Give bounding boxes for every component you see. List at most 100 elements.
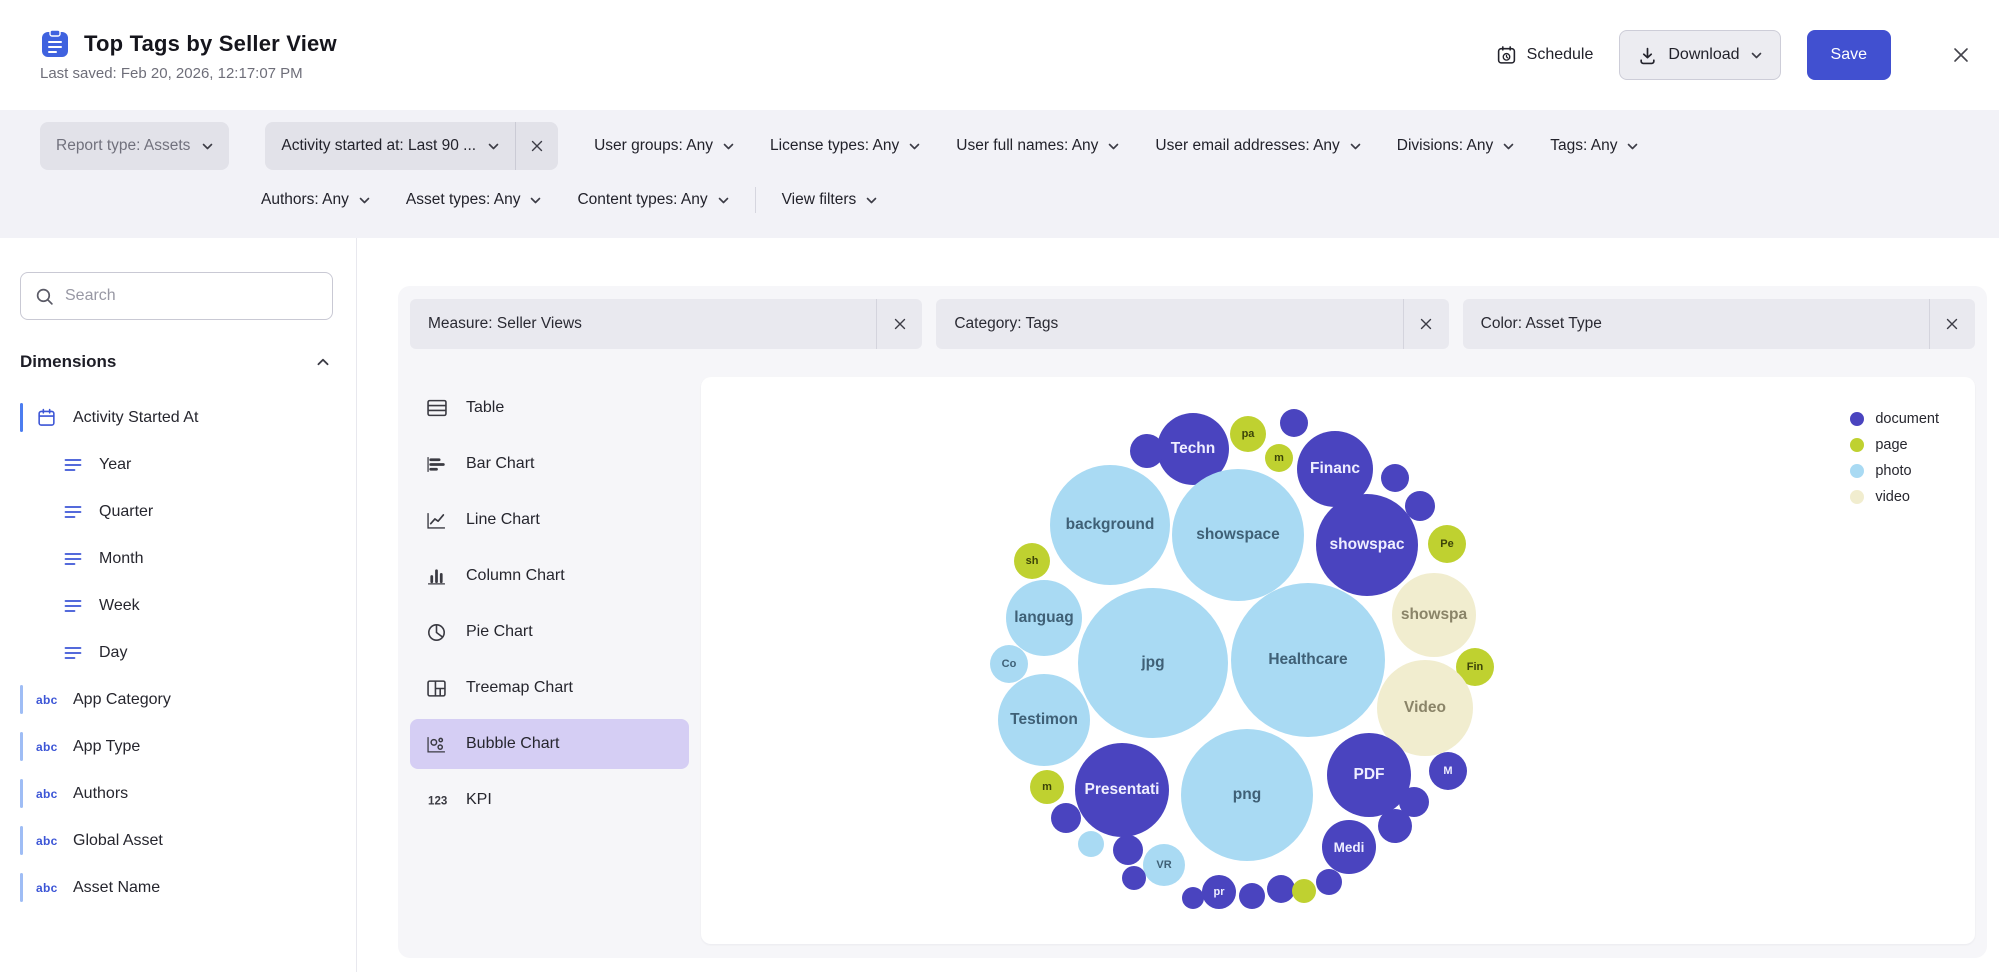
sidebar-item-label: Global Asset (73, 832, 163, 850)
chart-type-kpi[interactable]: 123KPI (410, 775, 689, 825)
report-icon (40, 29, 70, 59)
bar-icon (427, 456, 449, 473)
view-filters-dropdown[interactable]: View filters (782, 191, 878, 209)
chart-type-pie-chart[interactable]: Pie Chart (410, 607, 689, 657)
bubble-m[interactable]: M (1429, 752, 1467, 790)
activity-started-dropdown[interactable]: Activity started at: Last 90 ... (265, 122, 515, 170)
filter-license-types[interactable]: License types: Any (770, 137, 920, 155)
bubble-showspac[interactable]: showspac (1316, 494, 1418, 596)
chart-type-treemap-chart[interactable]: Treemap Chart (410, 663, 689, 713)
chevron-up-icon[interactable] (317, 358, 329, 366)
filter-tags[interactable]: Tags: Any (1550, 137, 1638, 155)
bubble-document[interactable] (1405, 491, 1435, 521)
sidebar-subitem-week[interactable]: Week (20, 582, 333, 629)
chevron-down-icon (718, 197, 729, 204)
bubble-m[interactable]: m (1265, 444, 1293, 472)
sidebar-item-authors[interactable]: abcAuthors (20, 770, 333, 817)
bubble-showspa[interactable]: showspa (1392, 573, 1476, 657)
view-filters-label: View filters (782, 191, 857, 209)
legend-label: video (1875, 489, 1910, 505)
sidebar-item-asset-name[interactable]: abcAsset Name (20, 864, 333, 911)
chevron-down-icon (1350, 143, 1361, 150)
chart-type-line-chart[interactable]: Line Chart (410, 495, 689, 545)
measure-chip-remove-button[interactable] (876, 299, 922, 349)
close-icon (1953, 47, 1969, 63)
legend-item-document: document (1850, 411, 1939, 427)
search-input[interactable] (65, 287, 318, 305)
filter-user-email-addresses[interactable]: User email addresses: Any (1155, 137, 1360, 155)
sidebar-subitem-month[interactable]: Month (20, 535, 333, 582)
bubble-vr[interactable]: VR (1143, 844, 1185, 886)
bubble-document[interactable] (1267, 875, 1295, 903)
report-type-chip[interactable]: Report type: Assets (40, 122, 229, 170)
download-label: Download (1668, 46, 1739, 64)
sidebar-item-label: App Category (73, 691, 171, 709)
color-chip[interactable]: Color: Asset Type (1463, 299, 1975, 349)
bubble-page[interactable] (1292, 879, 1316, 903)
header-title-block: Top Tags by Seller View Last saved: Feb … (40, 29, 337, 82)
bubble-jpg[interactable]: jpg (1078, 588, 1228, 738)
bubble-pe[interactable]: Pe (1428, 525, 1466, 563)
bubble-showspace[interactable]: showspace (1172, 469, 1304, 601)
filter-authors[interactable]: Authors: Any (261, 191, 370, 209)
chart-type-bubble-chart[interactable]: Bubble Chart (410, 719, 689, 769)
filter-content-types[interactable]: Content types: Any (577, 191, 728, 209)
color-chip-remove-button[interactable] (1929, 299, 1975, 349)
bubble-document[interactable] (1051, 803, 1081, 833)
sidebar-subitem-quarter[interactable]: Quarter (20, 488, 333, 535)
download-button[interactable]: Download (1619, 30, 1780, 80)
list-icon (64, 458, 84, 472)
sidebar-subitem-day[interactable]: Day (20, 629, 333, 676)
close-icon (531, 140, 543, 152)
chevron-down-icon (1503, 143, 1514, 150)
activity-chip-remove-button[interactable] (515, 122, 558, 170)
category-chip-remove-button[interactable] (1403, 299, 1449, 349)
bubble-document[interactable] (1122, 866, 1146, 890)
report-type-label: Report type: Assets (56, 137, 190, 155)
bubble-background[interactable]: background (1050, 465, 1170, 585)
bubble-document[interactable] (1130, 434, 1164, 468)
bubble-pa[interactable]: pa (1230, 416, 1266, 452)
bubble-png[interactable]: png (1181, 729, 1313, 861)
sidebar-item-label: App Type (73, 738, 140, 756)
bubble-photo[interactable] (1078, 831, 1104, 857)
filter-asset-types[interactable]: Asset types: Any (406, 191, 542, 209)
schedule-button[interactable]: Schedule (1496, 45, 1594, 66)
bubble-medi[interactable]: Medi (1322, 820, 1376, 874)
bubble-sh[interactable]: sh (1014, 543, 1050, 579)
sidebar-subitem-year[interactable]: Year (20, 441, 333, 488)
chart-type-bar-chart[interactable]: Bar Chart (410, 439, 689, 489)
close-button[interactable] (1953, 47, 1969, 63)
bubble-testimon[interactable]: Testimon (998, 674, 1090, 766)
bubble-document[interactable] (1381, 464, 1409, 492)
bubble-document[interactable] (1113, 835, 1143, 865)
sidebar-item-app-category[interactable]: abcApp Category (20, 676, 333, 723)
bubble-document[interactable] (1316, 869, 1342, 895)
sidebar-item-app-type[interactable]: abcApp Type (20, 723, 333, 770)
measure-chip[interactable]: Measure: Seller Views (410, 299, 922, 349)
bubble-document[interactable] (1239, 883, 1265, 909)
sidebar-item-global-asset[interactable]: abcGlobal Asset (20, 817, 333, 864)
bubble-document[interactable] (1280, 409, 1308, 437)
chart-type-label: Pie Chart (466, 623, 533, 641)
dimensions-list: Activity Started AtYearQuarterMonthWeekD… (20, 394, 333, 911)
bubble-healthcare[interactable]: Healthcare (1231, 583, 1385, 737)
bubble-presentati[interactable]: Presentati (1075, 743, 1169, 837)
sidebar-item-activity-started-at[interactable]: Activity Started At (20, 394, 333, 441)
bubble-pr[interactable]: pr (1202, 875, 1236, 909)
bubble-languag[interactable]: languag (1006, 580, 1082, 656)
save-button[interactable]: Save (1807, 30, 1891, 80)
category-chip[interactable]: Category: Tags (936, 299, 1448, 349)
chart-type-column-chart[interactable]: Column Chart (410, 551, 689, 601)
bubble-document[interactable] (1399, 787, 1429, 817)
bubble-m[interactable]: m (1030, 770, 1064, 804)
chart-type-table[interactable]: Table (410, 383, 689, 433)
filter-divisions[interactable]: Divisions: Any (1397, 137, 1514, 155)
bubble-co[interactable]: Co (990, 645, 1028, 683)
sidebar-subitem-label: Month (99, 550, 143, 568)
filter-tags-label: Tags: Any (1550, 137, 1617, 155)
filter-user-full-names[interactable]: User full names: Any (956, 137, 1119, 155)
bubble-document[interactable] (1182, 887, 1204, 909)
filter-user-groups[interactable]: User groups: Any (594, 137, 734, 155)
legend-dot (1850, 464, 1864, 478)
